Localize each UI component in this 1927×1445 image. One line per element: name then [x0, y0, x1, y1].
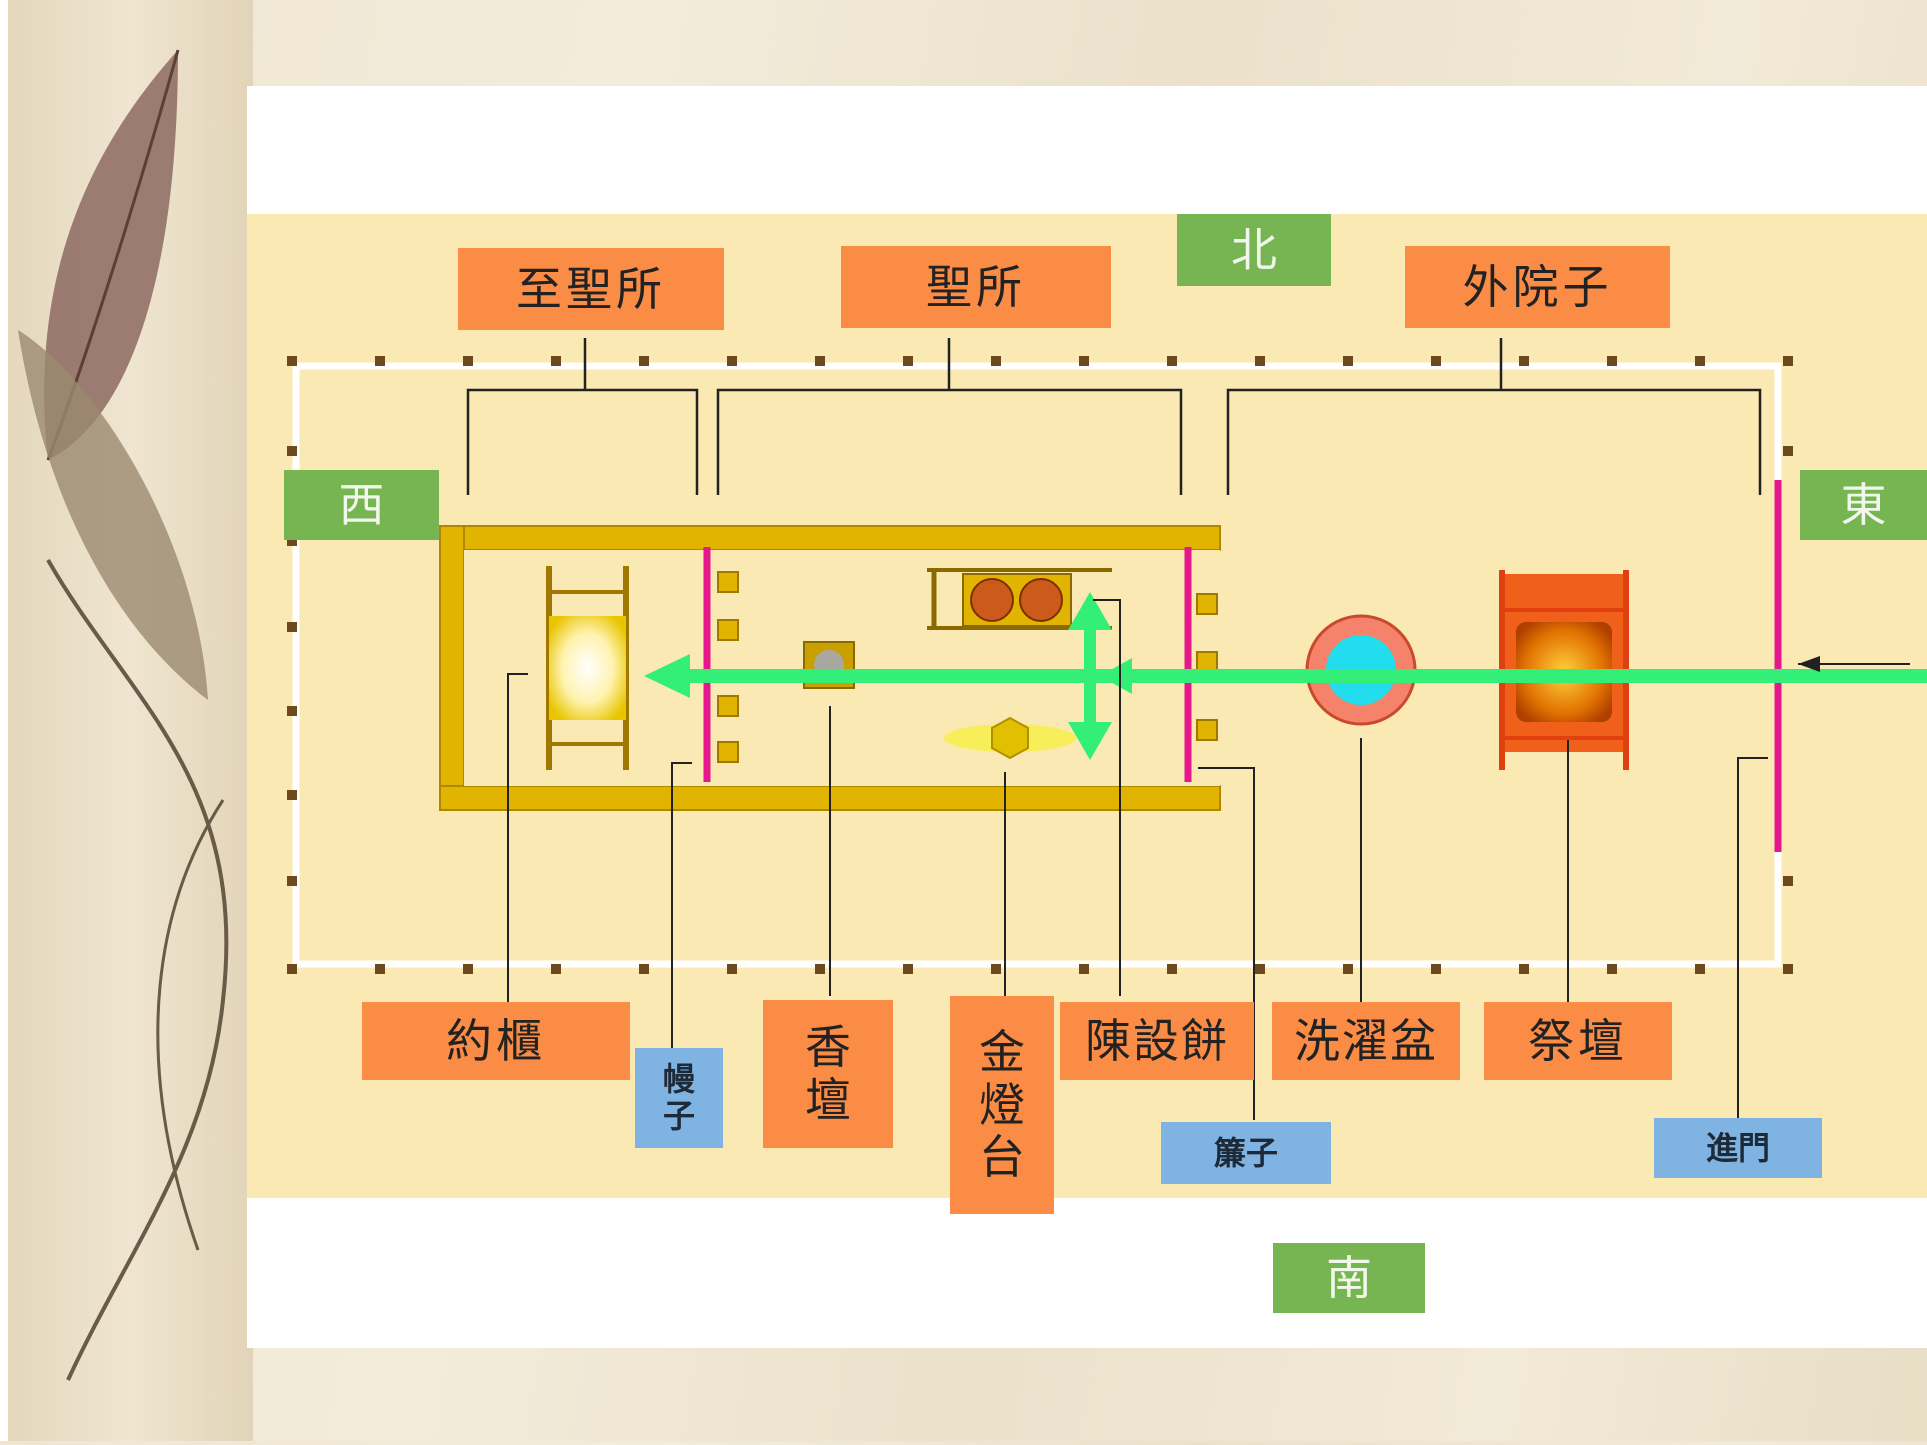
label-showbread-table: 陳設餅 — [1060, 1002, 1254, 1080]
direction-east: 東 — [1800, 470, 1927, 540]
label-laver: 洗濯盆 — [1272, 1002, 1460, 1080]
label-most-holy-place: 至聖所 — [458, 248, 724, 330]
showbread-table-icon — [927, 568, 1112, 630]
label-ark: 約櫃 — [362, 1002, 630, 1080]
direction-north: 北 — [1177, 214, 1331, 286]
ark-icon — [546, 566, 629, 770]
leaf-branch-illustration — [18, 49, 229, 1381]
label-holy-place: 聖所 — [841, 246, 1111, 328]
label-altar: 祭壇 — [1484, 1002, 1672, 1080]
label-entrance: 進門 — [1654, 1118, 1822, 1178]
direction-west: 西 — [284, 470, 439, 540]
lampstand-icon — [944, 716, 1076, 760]
leader-lines — [507, 599, 1768, 1120]
label-outer-court: 外院子 — [1405, 246, 1670, 328]
label-veil: 幔子 — [635, 1048, 723, 1148]
label-screen: 簾子 — [1161, 1122, 1331, 1184]
section-brackets — [466, 338, 1762, 495]
label-lampstand: 金燈台 — [950, 996, 1054, 1214]
label-incense-altar: 香壇 — [763, 1000, 893, 1148]
decorative-background-strip — [0, 0, 253, 1441]
direction-south: 南 — [1273, 1243, 1425, 1313]
fence-posts — [287, 356, 1793, 974]
path-arrow — [644, 592, 1927, 760]
